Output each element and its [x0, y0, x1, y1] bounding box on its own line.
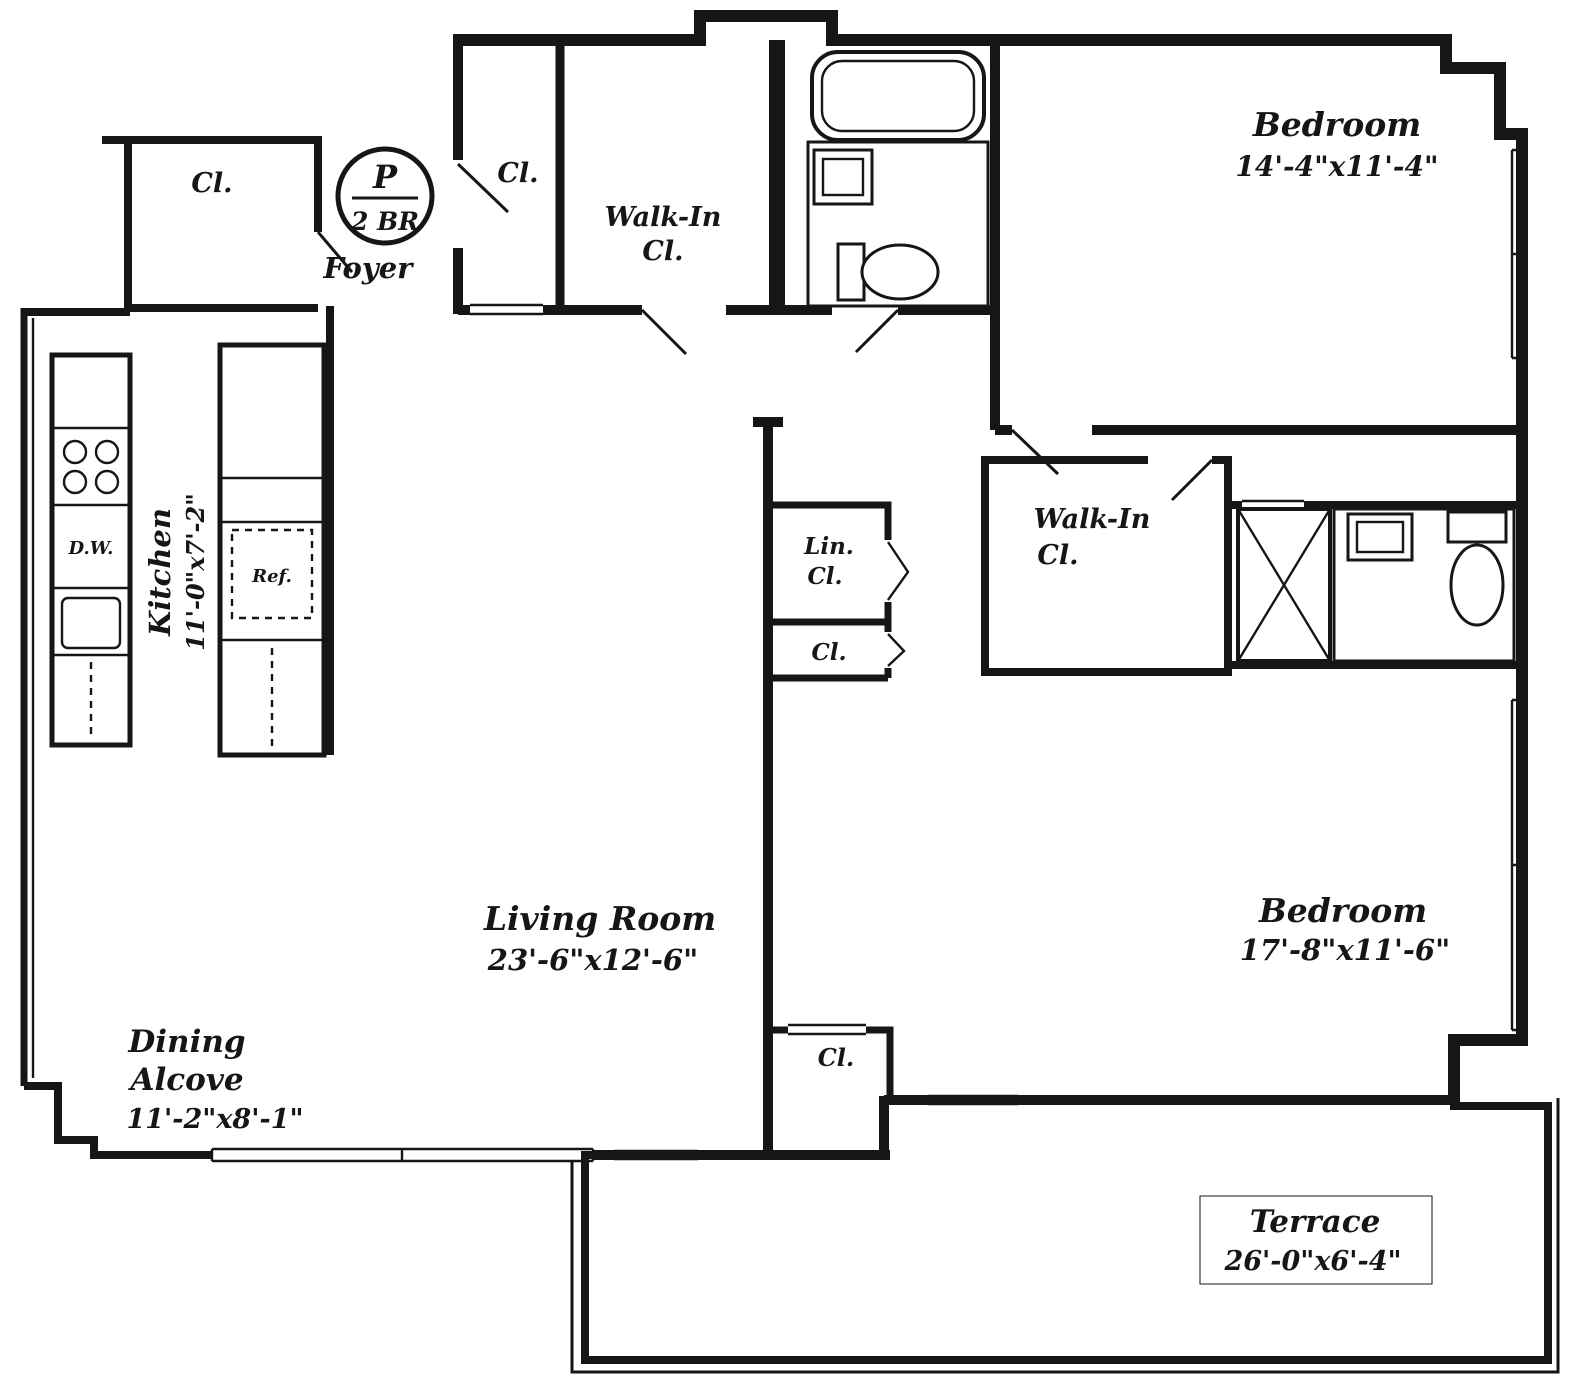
room-labels: Cl. Foyer Cl. Walk-In Cl. Bedroom 14'-4"… [68, 105, 1451, 1277]
unit-marker-bottom-label: 2 BR [350, 207, 419, 236]
exterior-walls [20, 10, 1528, 1160]
walkin2-walls [981, 456, 1232, 676]
interior-walls [102, 40, 1522, 1160]
bath1-toilet-bowl [860, 243, 940, 301]
bath2-toilet-tank [1446, 510, 1508, 544]
dining-label-line2: Alcove [127, 1062, 243, 1098]
kitchen-name-label: Kitchen [143, 508, 177, 637]
entry-door-leaf [456, 162, 510, 214]
linen-label-line1: Lin. [803, 533, 854, 560]
unit-marker-circle [335, 146, 435, 246]
walkin1-door-leaf [640, 308, 688, 356]
hall-closet-label: Cl. [811, 639, 846, 666]
bathroom1-fixtures [806, 50, 990, 308]
linen-closet-walls [770, 501, 892, 682]
kitchen-fixtures [49, 342, 327, 758]
foyer-closet-bifold [470, 303, 543, 316]
linen-closet-door [887, 541, 910, 601]
terrace-tiled-floor [581, 1096, 1552, 1364]
living-room-dims-label: 23'-6"x12'-6" [487, 943, 698, 977]
refrigerator-label: Ref. [251, 566, 292, 587]
bedroom1-name-label: Bedroom [1252, 105, 1421, 144]
living-room-name-label: Living Room [483, 899, 716, 938]
entry-closet-label: Cl. [191, 168, 232, 199]
entry-closet-walls [102, 136, 322, 312]
bath1-toilet-tank [836, 242, 866, 302]
kitchen-dims-label: 11'-0"x7'-2" [181, 493, 210, 650]
terrace-slider-bedroom2 [928, 1094, 1018, 1106]
dishwasher-label: D.W. [68, 538, 114, 559]
bedroom2-dims-label: 17'-8"x11'-6" [1240, 933, 1450, 967]
bathtub [810, 50, 986, 142]
stove-burner-4 [94, 469, 120, 495]
walkin2-door-leaf [1170, 458, 1214, 502]
foyer-label: Foyer [323, 251, 416, 285]
windows [210, 148, 1522, 1163]
stove-burner-2 [94, 439, 120, 465]
stove-burner-3 [62, 469, 88, 495]
bedroom2-closet-walls [768, 1026, 894, 1100]
bath1-sink-basin [821, 157, 865, 197]
terrace-slider-living [614, 1149, 698, 1161]
bath2-sink-basin [1355, 520, 1405, 554]
linen-label-line2: Cl. [807, 563, 842, 590]
bath2-tiled-floor [1332, 507, 1516, 663]
kitchen-sink [60, 596, 122, 650]
terrace-label-backplate [1199, 1195, 1433, 1285]
stove-burner-1 [62, 439, 88, 465]
bath2-toilet-bowl [1449, 543, 1505, 627]
bedroom2-window [1510, 698, 1522, 1032]
kitchen-label-group: Kitchen 11'-0"x7'-2" [143, 493, 210, 650]
terrace-name-label: Terrace [1250, 1204, 1381, 1240]
bedroom1-door-leaf [1010, 428, 1060, 476]
bedroom1-dims-label: 14'-4"x11'-4" [1235, 150, 1438, 183]
walkin2-label-line1: Walk-In [1034, 504, 1151, 535]
bedroom2-closet-label: Cl. [818, 1043, 855, 1072]
dining-dims-label: 11'-2"x8'-1" [126, 1104, 303, 1135]
walkin2-label-line2: Cl. [1037, 540, 1078, 571]
wall-top-and-right [458, 10, 1528, 1102]
bathroom2-fixtures [1236, 507, 1516, 663]
terrace-area [570, 1096, 1560, 1374]
entry-closet-door-leaf [316, 231, 354, 273]
kitchen-left-dividers [52, 426, 130, 657]
unit-marker-top-label: P [372, 158, 398, 196]
bathtub-inner [820, 59, 976, 133]
shower-x-mark [1236, 508, 1332, 662]
wall-dining-steps [24, 1082, 212, 1159]
bath1-door-leaf [854, 308, 900, 354]
walkin1-label-line1: Walk-In [605, 202, 722, 233]
terrace-outer-border [570, 1098, 1560, 1374]
foyer-closet-label: Cl. [497, 158, 538, 189]
bath2-walls [1228, 501, 1516, 669]
dining-window [210, 1147, 595, 1163]
bedroom2-closet-slider [788, 1023, 866, 1036]
dining-label-line1: Dining [127, 1024, 245, 1060]
foyer-unit-marker: P 2 BR [335, 146, 435, 246]
terrace-dims-label: 26'-0"x6'-4" [1223, 1246, 1401, 1277]
bedroom2-name-label: Bedroom [1258, 891, 1427, 930]
kitchen-right-dividers [220, 476, 324, 642]
hall-closet-door [887, 633, 906, 667]
bedroom1-window [1510, 148, 1522, 360]
refrigerator-box [230, 528, 314, 620]
walkin1-label-line2: Cl. [642, 236, 683, 267]
